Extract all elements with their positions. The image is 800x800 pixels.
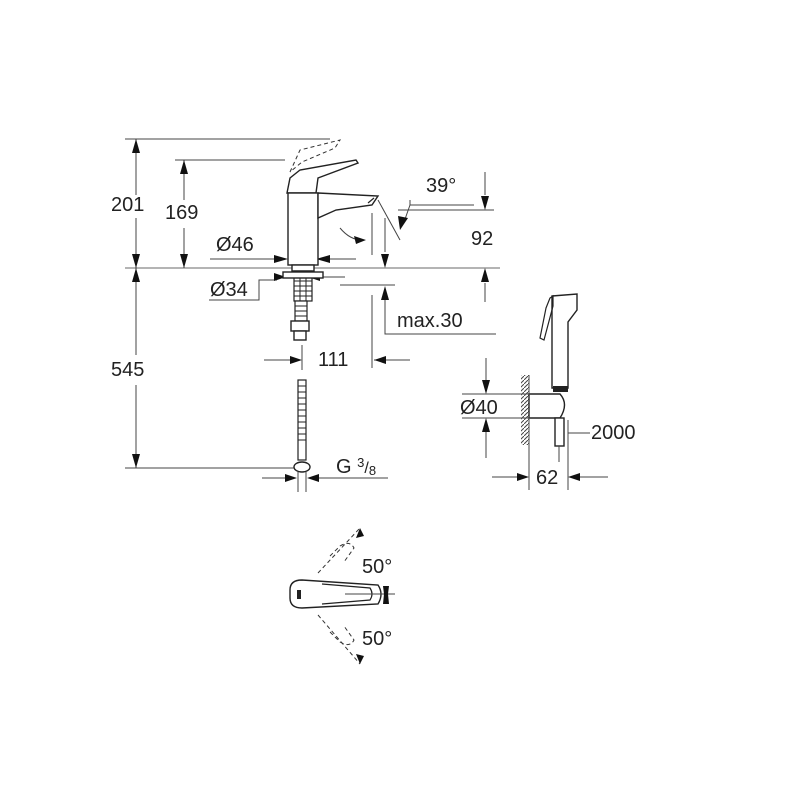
arrow-icon — [307, 474, 319, 482]
dim-label-base-diameter: Ø46 — [216, 234, 254, 256]
arrow-icon — [398, 216, 408, 230]
dim-label-deck-thickness: max.30 — [397, 310, 463, 332]
dim-line-max30 — [384, 300, 496, 335]
arrow-icon — [132, 254, 140, 268]
arrow-icon — [132, 454, 140, 468]
thread-denominator: 8 — [368, 463, 377, 478]
arrow-icon — [481, 268, 489, 282]
dim-label-spout-angle: 39° — [426, 175, 457, 197]
arrow-icon — [274, 273, 286, 281]
dim-label-connection-thread: G 3/8 — [336, 455, 377, 478]
arrow-icon — [517, 473, 529, 481]
arrow-icon — [180, 160, 188, 174]
arrow-icon — [132, 139, 140, 153]
thread-prefix: G — [336, 456, 352, 478]
dim-label-holder-projection: 62 — [536, 467, 559, 489]
hand-shower-side-view — [521, 293, 578, 490]
arrow-icon — [568, 473, 580, 481]
lever-top-view — [289, 527, 395, 665]
arrow-icon — [482, 418, 490, 432]
arrow-icon — [482, 380, 490, 394]
dim-label-hose-length: 545 — [111, 359, 145, 381]
arrow-icon — [481, 196, 489, 210]
arrow-icon — [180, 254, 188, 268]
thread-numerator: 3 — [357, 455, 365, 470]
arrow-icon — [374, 356, 386, 364]
angle-leader-39 — [409, 200, 474, 206]
dim-label-holder-diameter: Ø40 — [460, 397, 498, 419]
arrow-icon — [132, 268, 140, 282]
arrow-icon — [290, 356, 302, 364]
arrow-icon — [274, 255, 288, 263]
arrow-icon — [381, 254, 389, 268]
dim-label-spout-height: 169 — [165, 202, 199, 224]
arrow-icon — [316, 255, 330, 263]
dim-label-total-height: 201 — [111, 194, 145, 216]
dim-label-spout-clearance: 92 — [471, 228, 494, 250]
dim-label-hole-diameter: Ø34 — [210, 279, 248, 301]
faucet-side-view — [282, 139, 380, 492]
arrow-icon — [381, 286, 389, 300]
dim-line-34 — [209, 279, 277, 301]
dim-label-lever-angle-top: 50° — [362, 556, 393, 578]
dim-label-lever-angle-bottom: 50° — [362, 628, 393, 650]
dim-label-shower-hose-length: 2000 — [591, 422, 636, 444]
dim-label-projection: 111 — [318, 349, 349, 371]
angle-line-39 — [377, 199, 401, 241]
arrow-icon — [285, 474, 297, 482]
